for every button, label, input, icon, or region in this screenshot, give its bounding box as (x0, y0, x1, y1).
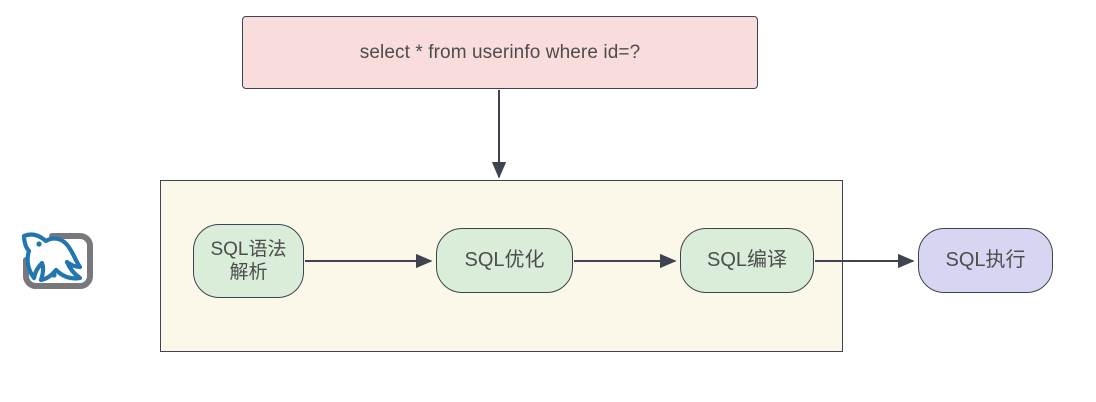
stage-node-sql-execute[interactable]: SQL执行 (918, 228, 1053, 293)
mysql-dolphin-logo (14, 220, 102, 310)
stage-node-sql-optimize[interactable]: SQL优化 (436, 228, 573, 293)
stage-node-sql-compile[interactable]: SQL编译 (680, 228, 814, 293)
sql-query-node[interactable]: select * from userinfo where id=? (242, 16, 758, 89)
stage-node-sql-parse[interactable]: SQL语法 解析 (193, 224, 304, 298)
mysql-dolphin-icon (21, 232, 93, 289)
